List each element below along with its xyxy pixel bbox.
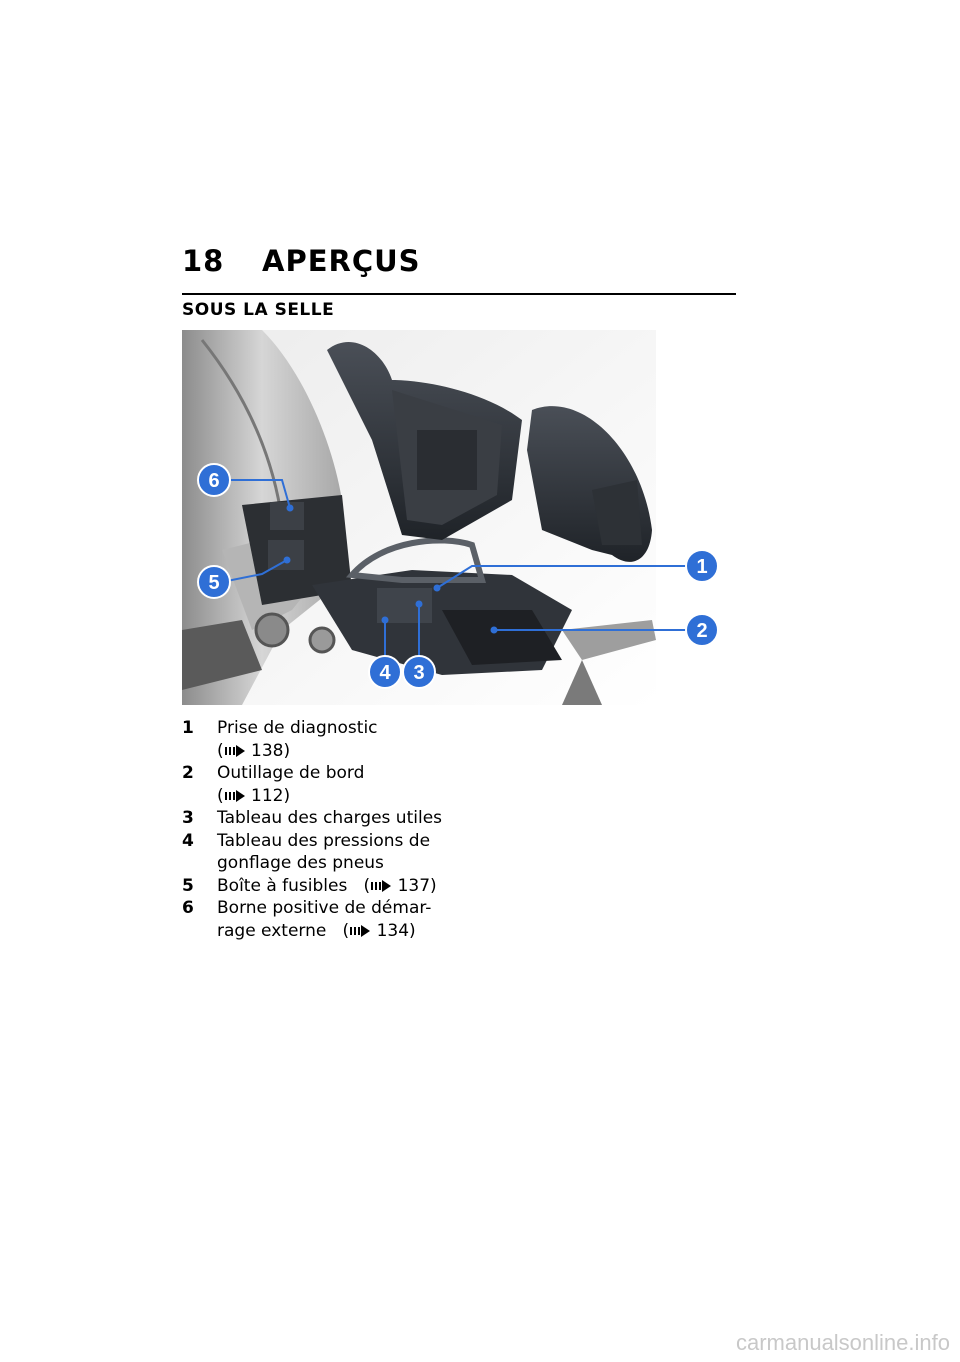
watermark: carmanualsonline.info xyxy=(735,1330,950,1355)
legend-item-2: 2 Outillage de bord ( 112) xyxy=(182,762,482,807)
legend-number: 5 xyxy=(182,875,194,896)
legend-text: Prise de diagnostic xyxy=(217,718,378,738)
svg-text:4: 4 xyxy=(379,662,391,684)
legend-number: 1 xyxy=(182,718,194,738)
svg-text:1: 1 xyxy=(696,556,707,578)
chapter-title: APERÇUS xyxy=(262,244,421,278)
legend-list: 1 Prise de diagnostic ( 138) 2 Outillage… xyxy=(182,717,482,942)
under-seat-illustration: 6 5 4 3 1 2 xyxy=(182,330,718,705)
svg-text:3: 3 xyxy=(413,662,424,684)
legend-text: Tableau des pressions de gonflage des pn… xyxy=(217,830,431,874)
legend-text: Outillage de bord xyxy=(217,763,365,783)
callout-3: 3 xyxy=(402,655,436,689)
page-reference-number: 112) xyxy=(251,785,291,806)
callout-4: 4 xyxy=(368,655,402,689)
page-reference: ( 137) xyxy=(352,875,437,896)
legend-number: 2 xyxy=(182,763,194,783)
legend-text: Tableau des charges utiles xyxy=(217,808,443,828)
page-reference: ( 134) xyxy=(331,920,416,941)
callout-1: 1 xyxy=(685,550,718,583)
callout-2: 2 xyxy=(685,613,718,647)
legend-item-6: 6 Borne positive de démar-rage externe (… xyxy=(182,897,482,942)
callout-5: 5 xyxy=(197,565,231,599)
svg-text:5: 5 xyxy=(208,572,219,594)
page-reference-number: 134) xyxy=(376,920,416,941)
legend-text: Boîte à fusibles xyxy=(217,875,348,896)
page-number: 18 xyxy=(182,244,225,278)
legend-number: 6 xyxy=(182,898,194,918)
header-rule xyxy=(182,293,736,295)
page-ref-arrow-icon xyxy=(371,879,392,892)
page-ref-arrow-icon xyxy=(224,744,245,757)
page-reference-number: 138) xyxy=(251,740,291,761)
legend-item-4: 4 Tableau des pressions de gonflage des … xyxy=(182,830,482,875)
page-reference: ( 112) xyxy=(217,785,291,806)
legend-number: 4 xyxy=(182,830,194,851)
page-reference-number: 137) xyxy=(397,875,437,896)
section-title: SOUS LA SELLE xyxy=(182,300,335,320)
page-reference: ( 138) xyxy=(217,740,291,761)
legend-number: 3 xyxy=(182,808,194,828)
page-ref-arrow-icon xyxy=(224,789,245,802)
svg-text:6: 6 xyxy=(208,470,219,492)
page-ref-arrow-icon xyxy=(350,924,371,937)
legend-item-5: 5 Boîte à fusibles ( 137) xyxy=(182,875,482,898)
callout-6: 6 xyxy=(197,463,231,497)
legend-item-1: 1 Prise de diagnostic ( 138) xyxy=(182,717,482,762)
legend-item-3: 3 Tableau des charges utiles xyxy=(182,807,482,830)
legend-text: Borne positive de démar-rage externe xyxy=(217,898,432,941)
svg-text:2: 2 xyxy=(696,620,707,642)
